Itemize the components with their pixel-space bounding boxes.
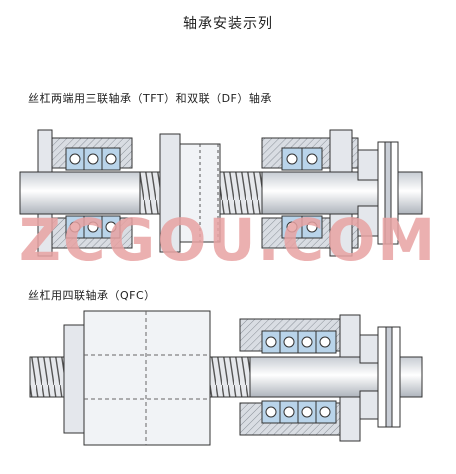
section-label-qfc: 丝杠用四联轴承（QFC） [28, 289, 156, 302]
tft-bearing-lower [65, 215, 121, 239]
ball-nut-flange [159, 133, 221, 253]
page-title: 轴承安装示列 [183, 16, 273, 32]
right-support-assembly [261, 129, 423, 257]
coupling [357, 141, 399, 245]
left-support-assembly [19, 129, 141, 257]
df-bearing-lower [281, 215, 323, 239]
coupling-bottom [359, 326, 401, 428]
qfc-bearing-upper [261, 330, 337, 354]
df-bearing-upper [281, 147, 323, 171]
tft-bearing-upper [65, 147, 121, 171]
tft-df-arrangement-diagram [19, 129, 423, 257]
section-label-tft-df: 丝杠两端用三联轴承（TFT）和双联（DF）轴承 [28, 92, 272, 105]
screw-thread-stub [29, 356, 67, 398]
qfc-arrangement-diagram [29, 310, 423, 446]
screw-thread-right [219, 171, 263, 215]
ball-nut-block [63, 310, 211, 446]
qfc-support-assembly [239, 314, 423, 442]
screw-thread-mid [209, 356, 251, 398]
qfc-bearing-lower [261, 400, 337, 424]
